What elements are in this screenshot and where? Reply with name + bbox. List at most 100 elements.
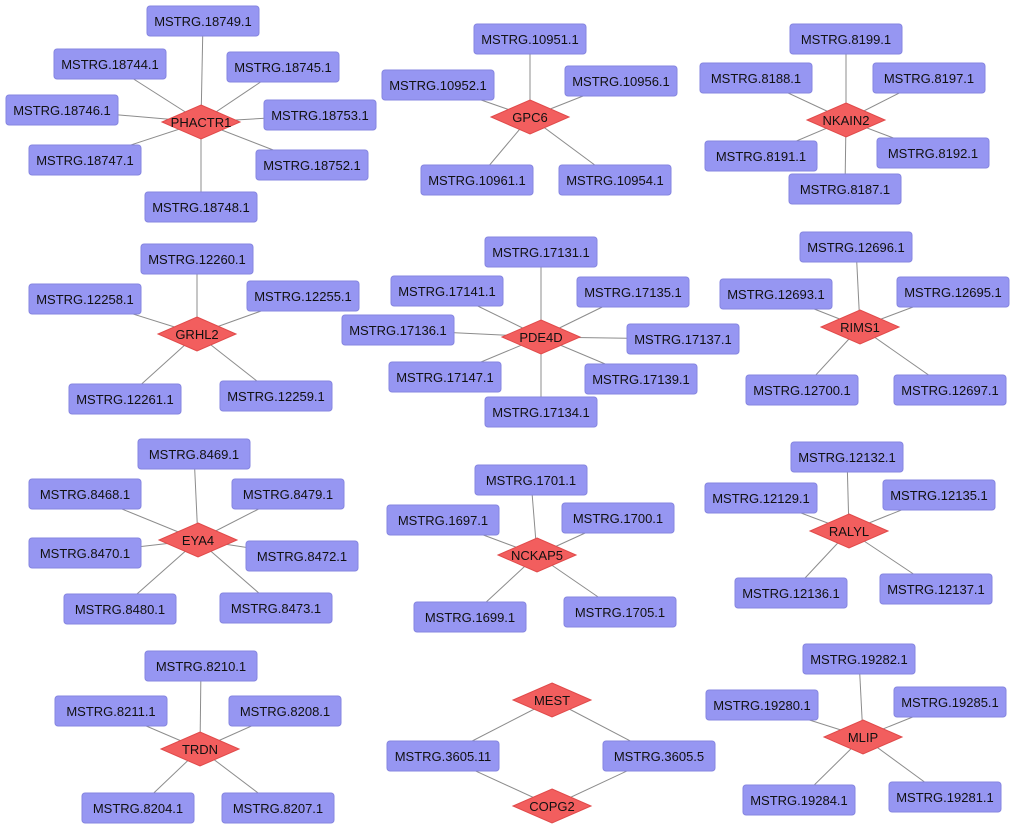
transcript-node-mstrg-18753-1[interactable]: MSTRG.18753.1 xyxy=(263,99,377,131)
transcript-node-mstrg-1701-1[interactable]: MSTRG.1701.1 xyxy=(474,464,588,496)
gene-node-phactr1[interactable]: PHACTR1 xyxy=(160,104,242,140)
gene-diamond xyxy=(500,319,582,355)
gene-node-nkain2[interactable]: NKAIN2 xyxy=(805,102,887,138)
transcript-node-mstrg-8192-1[interactable]: MSTRG.8192.1 xyxy=(876,137,990,169)
transcript-node-mstrg-19285-1[interactable]: MSTRG.19285.1 xyxy=(893,686,1007,718)
transcript-node-mstrg-18748-1[interactable]: MSTRG.18748.1 xyxy=(144,191,258,223)
transcript-node-mstrg-12137-1[interactable]: MSTRG.12137.1 xyxy=(879,573,993,605)
transcript-node-mstrg-10954-1[interactable]: MSTRG.10954.1 xyxy=(558,164,672,196)
transcript-label: MSTRG.19280.1 xyxy=(713,698,811,713)
transcript-node-mstrg-3605-11[interactable]: MSTRG.3605.11 xyxy=(386,740,500,772)
gene-node-ralyl[interactable]: RALYL xyxy=(808,513,890,549)
gene-node-eya4[interactable]: EYA4 xyxy=(157,522,239,558)
transcript-box xyxy=(888,781,1002,813)
transcript-node-mstrg-8470-1[interactable]: MSTRG.8470.1 xyxy=(28,537,142,569)
gene-label: NCKAP5 xyxy=(511,548,563,563)
transcript-node-mstrg-10952-1[interactable]: MSTRG.10952.1 xyxy=(381,69,495,101)
transcript-node-mstrg-8473-1[interactable]: MSTRG.8473.1 xyxy=(219,592,333,624)
transcript-node-mstrg-17137-1[interactable]: MSTRG.17137.1 xyxy=(626,323,740,355)
transcript-label: MSTRG.12696.1 xyxy=(807,240,905,255)
transcript-node-mstrg-12259-1[interactable]: MSTRG.12259.1 xyxy=(219,380,333,412)
transcript-node-mstrg-8468-1[interactable]: MSTRG.8468.1 xyxy=(28,478,142,510)
transcript-node-mstrg-10951-1[interactable]: MSTRG.10951.1 xyxy=(473,23,587,55)
transcript-node-mstrg-8197-1[interactable]: MSTRG.8197.1 xyxy=(872,62,986,94)
transcript-node-mstrg-12697-1[interactable]: MSTRG.12697.1 xyxy=(893,374,1007,406)
transcript-node-mstrg-12135-1[interactable]: MSTRG.12135.1 xyxy=(882,479,996,511)
transcript-node-mstrg-17136-1[interactable]: MSTRG.17136.1 xyxy=(341,314,455,346)
transcript-node-mstrg-12696-1[interactable]: MSTRG.12696.1 xyxy=(799,231,913,263)
transcript-node-mstrg-3605-5[interactable]: MSTRG.3605.5 xyxy=(602,740,716,772)
transcript-node-mstrg-17147-1[interactable]: MSTRG.17147.1 xyxy=(388,361,502,393)
transcript-node-mstrg-1705-1[interactable]: MSTRG.1705.1 xyxy=(563,596,677,628)
transcript-box xyxy=(719,278,833,310)
transcript-node-mstrg-8207-1[interactable]: MSTRG.8207.1 xyxy=(221,792,335,824)
transcript-node-mstrg-1699-1[interactable]: MSTRG.1699.1 xyxy=(413,601,527,633)
transcript-box xyxy=(246,280,360,312)
transcript-node-mstrg-12695-1[interactable]: MSTRG.12695.1 xyxy=(896,276,1010,308)
transcript-node-mstrg-8469-1[interactable]: MSTRG.8469.1 xyxy=(137,438,251,470)
transcript-node-mstrg-17134-1[interactable]: MSTRG.17134.1 xyxy=(484,396,598,428)
transcript-node-mstrg-18747-1[interactable]: MSTRG.18747.1 xyxy=(28,144,142,176)
transcript-node-mstrg-8479-1[interactable]: MSTRG.8479.1 xyxy=(231,478,345,510)
transcript-label: MSTRG.18744.1 xyxy=(61,57,159,72)
transcript-node-mstrg-8187-1[interactable]: MSTRG.8187.1 xyxy=(788,173,902,205)
transcript-node-mstrg-8210-1[interactable]: MSTRG.8210.1 xyxy=(144,650,258,682)
transcript-label: MSTRG.8187.1 xyxy=(800,182,890,197)
transcript-box xyxy=(5,94,119,126)
transcript-node-mstrg-12700-1[interactable]: MSTRG.12700.1 xyxy=(745,374,859,406)
transcript-node-mstrg-8211-1[interactable]: MSTRG.8211.1 xyxy=(54,695,168,727)
transcript-node-mstrg-19280-1[interactable]: MSTRG.19280.1 xyxy=(705,689,819,721)
transcript-node-mstrg-8472-1[interactable]: MSTRG.8472.1 xyxy=(245,540,359,572)
transcript-node-mstrg-18746-1[interactable]: MSTRG.18746.1 xyxy=(5,94,119,126)
transcript-label: MSTRG.8204.1 xyxy=(93,801,183,816)
transcript-node-mstrg-17135-1[interactable]: MSTRG.17135.1 xyxy=(576,276,690,308)
transcript-node-mstrg-17139-1[interactable]: MSTRG.17139.1 xyxy=(584,363,698,395)
transcript-label: MSTRG.8479.1 xyxy=(243,487,333,502)
transcript-label: MSTRG.8188.1 xyxy=(711,71,801,86)
transcript-node-mstrg-12261-1[interactable]: MSTRG.12261.1 xyxy=(68,383,182,415)
transcript-node-mstrg-12255-1[interactable]: MSTRG.12255.1 xyxy=(246,280,360,312)
transcript-node-mstrg-12132-1[interactable]: MSTRG.12132.1 xyxy=(790,441,904,473)
gene-node-rims1[interactable]: RIMS1 xyxy=(819,309,901,345)
transcript-node-mstrg-18749-1[interactable]: MSTRG.18749.1 xyxy=(146,5,260,37)
transcript-node-mstrg-19284-1[interactable]: MSTRG.19284.1 xyxy=(742,784,856,816)
gene-node-pde4d[interactable]: PDE4D xyxy=(500,319,582,355)
gene-diamond xyxy=(159,731,241,767)
transcript-node-mstrg-1697-1[interactable]: MSTRG.1697.1 xyxy=(386,504,500,536)
transcript-label: MSTRG.8211.1 xyxy=(66,704,155,719)
transcript-node-mstrg-10956-1[interactable]: MSTRG.10956.1 xyxy=(564,65,678,97)
gene-node-nckap5[interactable]: NCKAP5 xyxy=(496,537,578,573)
transcript-box xyxy=(63,593,177,625)
transcript-node-mstrg-19281-1[interactable]: MSTRG.19281.1 xyxy=(888,781,1002,813)
transcript-node-mstrg-12693-1[interactable]: MSTRG.12693.1 xyxy=(719,278,833,310)
transcript-node-mstrg-8188-1[interactable]: MSTRG.8188.1 xyxy=(699,62,813,94)
transcript-node-mstrg-18745-1[interactable]: MSTRG.18745.1 xyxy=(226,51,340,83)
transcript-node-mstrg-19282-1[interactable]: MSTRG.19282.1 xyxy=(802,643,916,675)
transcript-node-mstrg-8480-1[interactable]: MSTRG.8480.1 xyxy=(63,593,177,625)
transcript-node-mstrg-18744-1[interactable]: MSTRG.18744.1 xyxy=(53,48,167,80)
transcript-label: MSTRG.10956.1 xyxy=(572,74,670,89)
transcript-node-mstrg-8199-1[interactable]: MSTRG.8199.1 xyxy=(789,23,903,55)
gene-node-gpc6[interactable]: GPC6 xyxy=(489,99,571,135)
transcript-node-mstrg-17141-1[interactable]: MSTRG.17141.1 xyxy=(390,275,504,307)
transcript-node-mstrg-12129-1[interactable]: MSTRG.12129.1 xyxy=(704,482,818,514)
transcript-node-mstrg-8204-1[interactable]: MSTRG.8204.1 xyxy=(81,792,195,824)
gene-node-mest[interactable]: MEST xyxy=(511,682,593,718)
transcript-node-mstrg-1700-1[interactable]: MSTRG.1700.1 xyxy=(561,502,675,534)
transcript-node-mstrg-10961-1[interactable]: MSTRG.10961.1 xyxy=(420,164,534,196)
gene-diamond xyxy=(157,522,239,558)
transcript-node-mstrg-12258-1[interactable]: MSTRG.12258.1 xyxy=(28,283,142,315)
gene-node-copg2[interactable]: COPG2 xyxy=(511,788,593,824)
gene-label: EYA4 xyxy=(182,533,214,548)
transcript-node-mstrg-12260-1[interactable]: MSTRG.12260.1 xyxy=(140,243,254,275)
transcript-node-mstrg-12136-1[interactable]: MSTRG.12136.1 xyxy=(734,577,848,609)
gene-node-grhl2[interactable]: GRHL2 xyxy=(156,316,238,352)
gene-node-trdn[interactable]: TRDN xyxy=(159,731,241,767)
transcript-node-mstrg-18752-1[interactable]: MSTRG.18752.1 xyxy=(255,149,369,181)
transcript-box xyxy=(28,537,142,569)
transcript-node-mstrg-17131-1[interactable]: MSTRG.17131.1 xyxy=(484,236,598,268)
gene-node-mlip[interactable]: MLIP xyxy=(822,719,904,755)
transcript-label: MSTRG.19284.1 xyxy=(750,793,848,808)
transcript-node-mstrg-8191-1[interactable]: MSTRG.8191.1 xyxy=(704,140,818,172)
transcript-node-mstrg-8208-1[interactable]: MSTRG.8208.1 xyxy=(228,695,342,727)
